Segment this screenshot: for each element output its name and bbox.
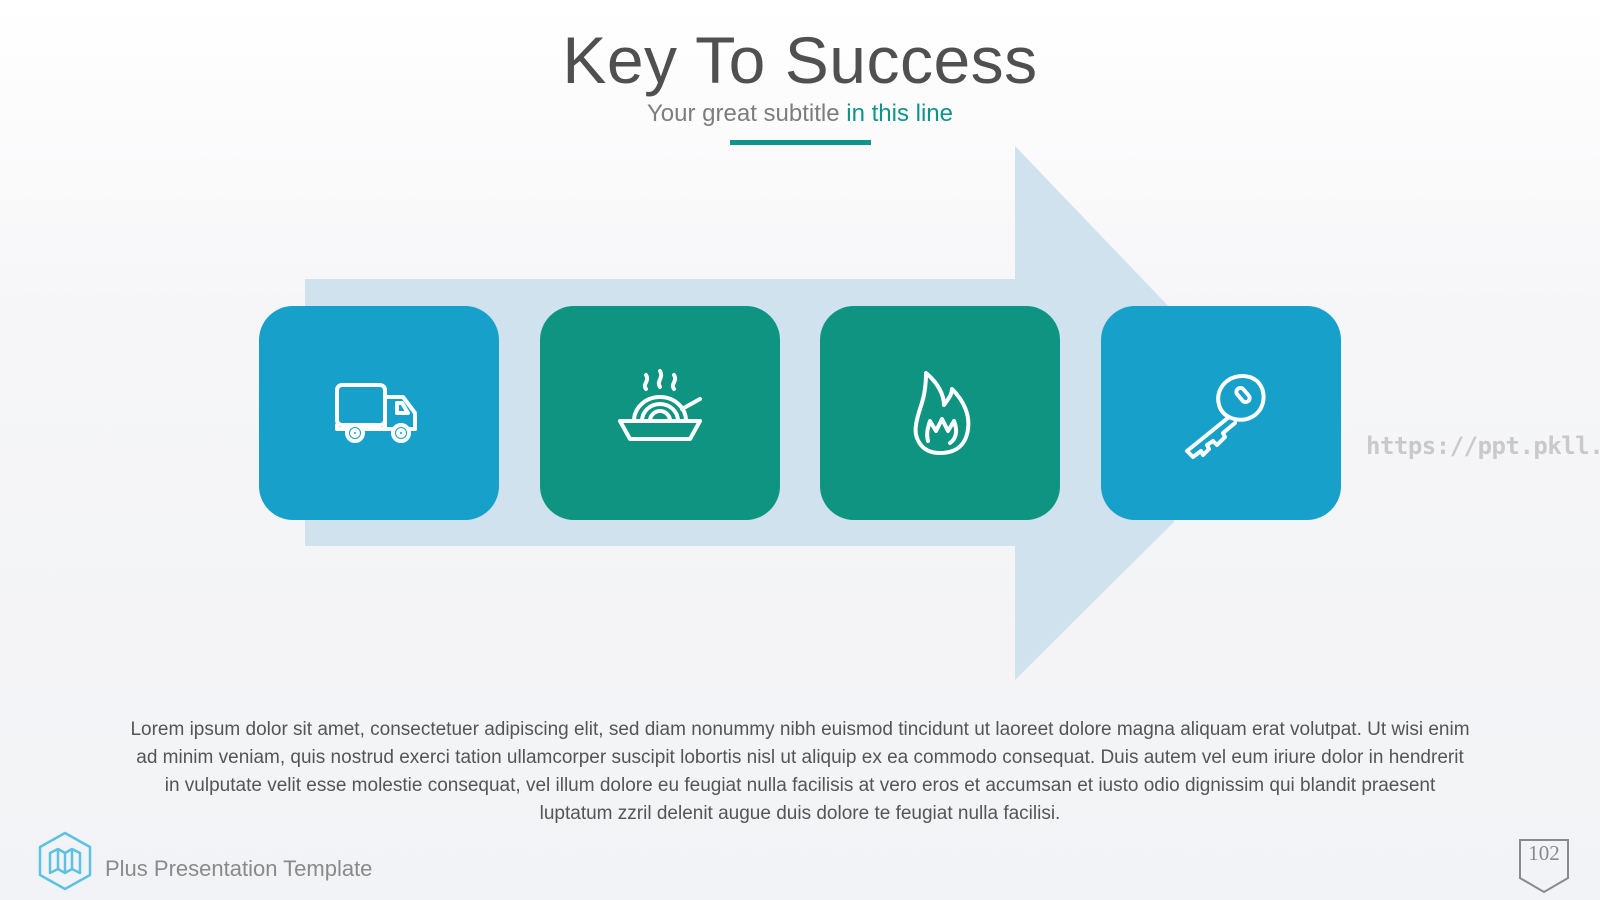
step-tile-food [540, 306, 780, 520]
flame-icon [913, 371, 971, 455]
subtitle-accent-text: in this line [846, 100, 953, 127]
page-number: 102 [1528, 841, 1560, 865]
step-tile-delivery [259, 306, 499, 520]
watermark-url: https://ppt.pkll.de [1366, 432, 1600, 460]
title-underline [730, 140, 871, 145]
key-icon [1185, 374, 1266, 459]
footer-template-name: Plus Presentation Template [105, 856, 373, 881]
page-subtitle: Your great subtitle in this line [0, 100, 1600, 128]
step-tile-key [1101, 306, 1341, 520]
truck-icon [335, 383, 417, 443]
noodle-bowl-icon [618, 369, 702, 441]
step-tile-energy [820, 306, 1060, 520]
page-title: Key To Success [562, 23, 1038, 97]
badge-shape-icon [1519, 839, 1569, 894]
page-number-badge: 102 [1518, 838, 1570, 894]
map-logo-icon [38, 831, 92, 891]
subtitle-text: Your great subtitle [647, 100, 847, 127]
body-paragraph: Lorem ipsum dolor sit amet, consectetuer… [130, 719, 1470, 824]
